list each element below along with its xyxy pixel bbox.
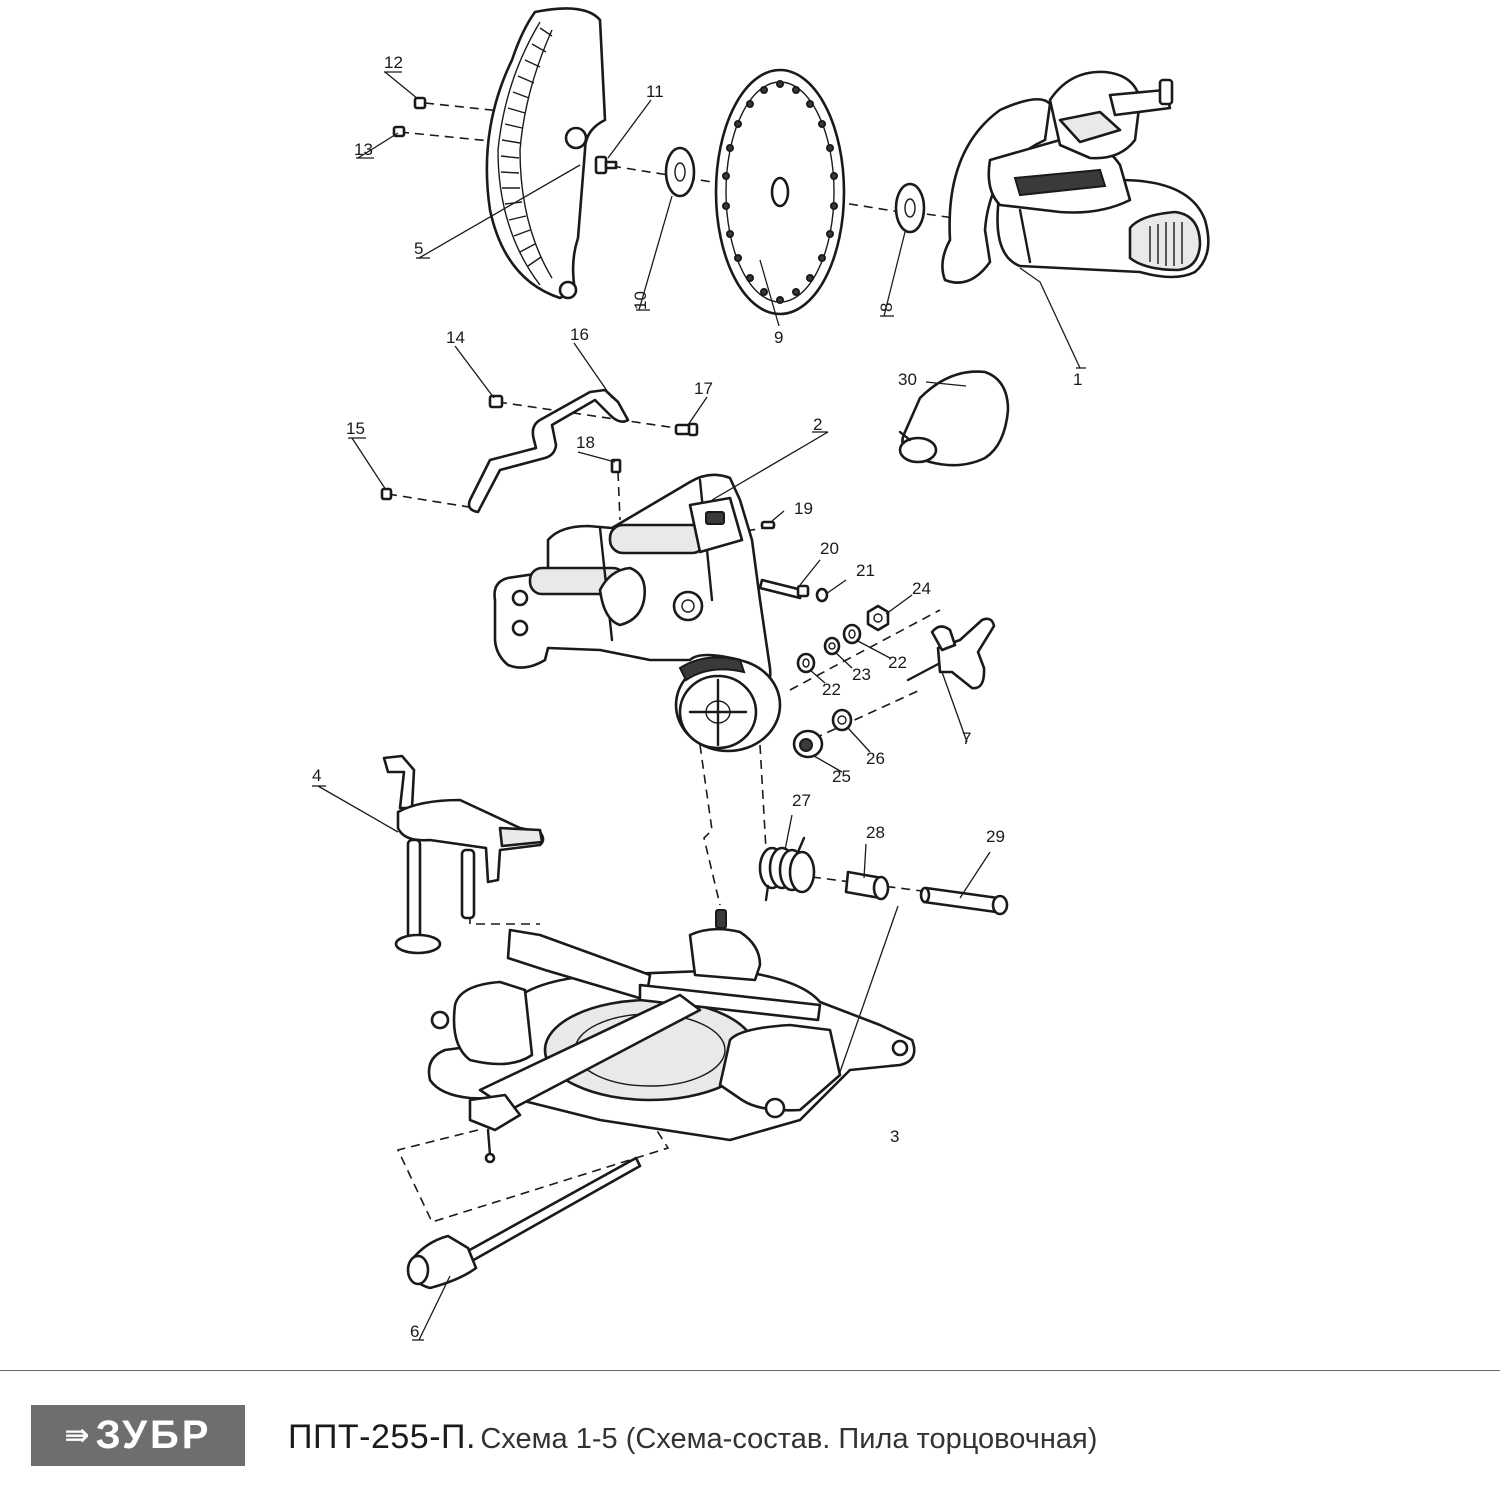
nut-21 [815,587,829,603]
part-label: 14 [446,328,465,347]
part-label: 7 [962,729,971,748]
part-label: 22 [888,653,907,672]
diagram-caption: ППТ-255-П. Схема 1-5 (Схема-состав. Пила… [288,1418,1097,1457]
part-label: 12 [384,53,403,72]
part-label: 21 [856,561,875,580]
part-label: 27 [792,791,811,810]
arrow-chevron-icon: ⇛ [64,1418,90,1453]
washer-22a [796,652,816,674]
sleeve-28 [844,870,890,901]
part-label: 16 [570,325,589,344]
part-label: 24 [912,579,931,598]
bushing-25 [792,729,824,759]
footer-divider [0,1370,1500,1371]
bracket-16 [467,388,630,514]
part-label: 30 [898,370,917,389]
part-label: 11 [646,82,664,101]
exploded-parts-diagram: 1 2 3 4 5 6 7 8 9 10 11 12 13 14 15 16 1… [312,7,1210,1341]
washer-26 [831,708,853,732]
screw-14 [488,394,504,409]
saw-base [427,909,916,1164]
part-label: 6 [410,1322,419,1341]
brand-name: ЗУБР [95,1413,212,1457]
part-label: 20 [820,539,839,558]
work-clamp [382,754,545,955]
screw-15 [380,487,393,501]
part-label: 29 [986,827,1005,846]
part-label: 15 [346,419,365,438]
lock-handle-7 [906,617,996,690]
diagram-description: Схема 1-5 (Схема-состав. Пила торцовочна… [480,1423,1098,1455]
part-label: 13 [354,140,373,159]
leader-lines [312,71,1086,1341]
part-label: 22 [822,680,841,699]
pin-19 [760,520,776,530]
screw-17 [674,422,699,437]
pin-18 [610,458,622,474]
part-label: 2 [813,415,822,434]
part-label: 17 [694,379,713,398]
part-label: 23 [852,665,871,684]
part-label: 19 [794,499,813,518]
part-label: 28 [866,823,885,842]
nut-24 [866,604,890,632]
part-label: 4 [312,766,321,785]
handle-6 [406,1156,642,1290]
washer-22b [842,623,862,645]
part-labels: 1 2 3 4 5 6 7 8 9 10 11 12 13 14 15 16 1… [312,53,1082,1341]
bevel-wheel [674,656,782,753]
part-label: 5 [414,239,423,258]
part-label: 25 [832,767,851,786]
shaft-20 [758,578,810,600]
blade-guard [485,7,607,300]
bolt-11 [594,155,618,175]
part-label: 26 [866,749,885,768]
flange-8 [894,182,926,234]
screw-12 [413,96,427,110]
part-label: 18 [576,433,595,452]
part-label: 9 [774,328,783,347]
washer-23 [823,636,841,656]
brand-logo: ⇛ ЗУБР [31,1405,245,1466]
motor-head [941,70,1210,284]
flange-10 [664,146,696,198]
arm-casting [493,473,772,702]
saw-blade [714,68,846,316]
part-label: 10 [631,291,650,310]
part-label: 3 [890,1127,899,1146]
part-label: 1 [1073,370,1082,389]
model-name: ППТ-255-П. [288,1418,476,1456]
dust-spout [898,370,1010,467]
part-label: 8 [877,303,896,312]
spring-27 [758,836,816,902]
pin-29 [919,886,1009,916]
